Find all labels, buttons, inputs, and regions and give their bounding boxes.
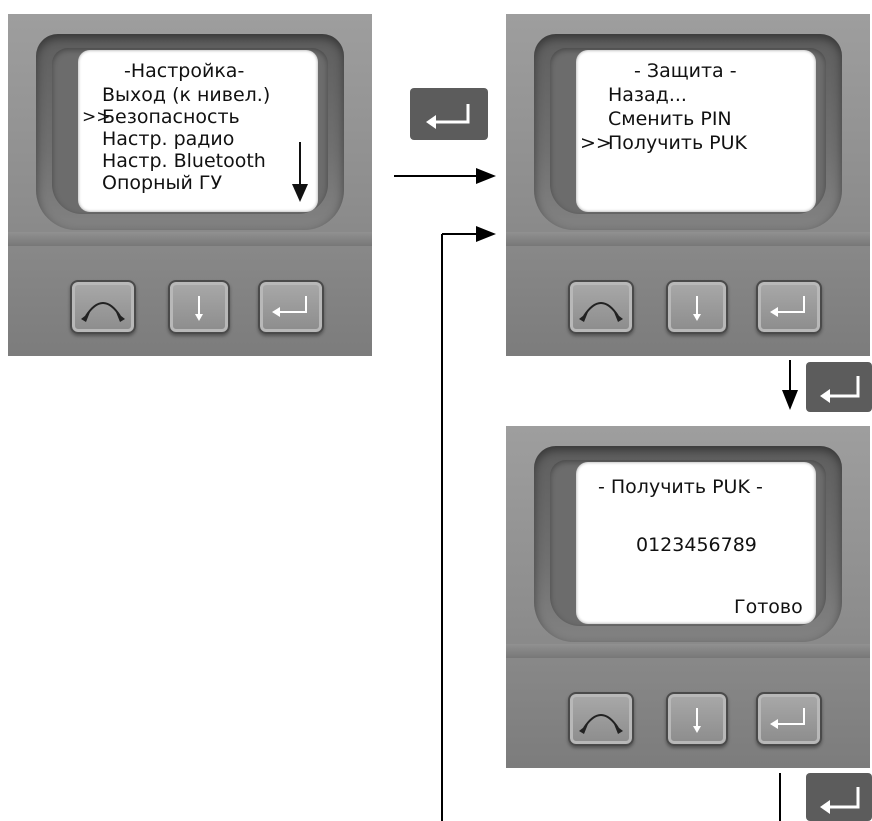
- device-panel-get-puk: - Получить PUK - 0123456789 Готово: [506, 426, 870, 768]
- curved-double-arrow-icon: [579, 714, 623, 734]
- menu-item-get-puk[interactable]: Получить PUK: [608, 132, 748, 154]
- enter-key-step-3: [806, 773, 872, 821]
- lcd-screen: -Настройка- Выход (к нивел.) >> Безопасн…: [78, 50, 318, 212]
- cycle-button[interactable]: [70, 280, 136, 334]
- arrow-down-icon: [195, 296, 203, 321]
- down-button[interactable]: [666, 280, 728, 334]
- arrowhead: [782, 390, 798, 410]
- enter-return-icon: [820, 787, 860, 814]
- enter-key-step-1: [410, 88, 488, 140]
- cycle-button[interactable]: [568, 692, 634, 746]
- screen-title: -Настройка-: [124, 60, 245, 82]
- enter-button[interactable]: [756, 280, 822, 334]
- lcd-screen: - Получить PUK - 0123456789 Готово: [576, 462, 816, 624]
- enter-return-icon: [272, 296, 307, 317]
- curved-double-arrow-icon: [81, 302, 125, 322]
- menu-item-bluetooth[interactable]: Настр. Bluetooth: [102, 150, 266, 172]
- cycle-button[interactable]: [568, 280, 634, 334]
- enter-key-step-2: [806, 362, 872, 412]
- curved-double-arrow-icon: [579, 302, 623, 322]
- menu-item-back[interactable]: Назад...: [608, 84, 687, 106]
- enter-return-icon: [770, 708, 805, 729]
- done-label[interactable]: Готово: [734, 596, 803, 618]
- cursor-marker: >>: [580, 132, 612, 154]
- menu-item-security[interactable]: Безопасность: [102, 106, 240, 128]
- arrow-down-icon: [693, 708, 701, 733]
- arrowhead: [476, 226, 496, 242]
- screen-title: - Защита -: [634, 60, 737, 82]
- screen-title: - Получить PUK -: [598, 476, 763, 498]
- arrowhead: [476, 168, 496, 184]
- arrow-down-icon: [693, 296, 701, 321]
- scroll-down-arrow-icon: [292, 142, 308, 202]
- down-button[interactable]: [666, 692, 728, 746]
- enter-button[interactable]: [756, 692, 822, 746]
- enter-return-icon: [820, 376, 860, 403]
- device-panel-setup: -Настройка- Выход (к нивел.) >> Безопасн…: [8, 14, 372, 356]
- down-button[interactable]: [168, 280, 230, 334]
- puk-code: 0123456789: [636, 534, 757, 556]
- cursor-marker: >>: [82, 107, 111, 127]
- device-panel-security: - Защита - Назад... Сменить PIN >> Получ…: [506, 14, 870, 356]
- menu-item-reference[interactable]: Опорный ГУ: [102, 172, 223, 194]
- enter-return-icon: [426, 104, 470, 129]
- enter-return-icon: [770, 296, 805, 317]
- menu-item-change-pin[interactable]: Сменить PIN: [608, 108, 732, 130]
- enter-button[interactable]: [258, 280, 324, 334]
- lcd-screen: - Защита - Назад... Сменить PIN >> Получ…: [576, 50, 816, 212]
- menu-item-radio[interactable]: Настр. радио: [102, 128, 235, 150]
- menu-item-exit[interactable]: Выход (к нивел.): [102, 84, 271, 106]
